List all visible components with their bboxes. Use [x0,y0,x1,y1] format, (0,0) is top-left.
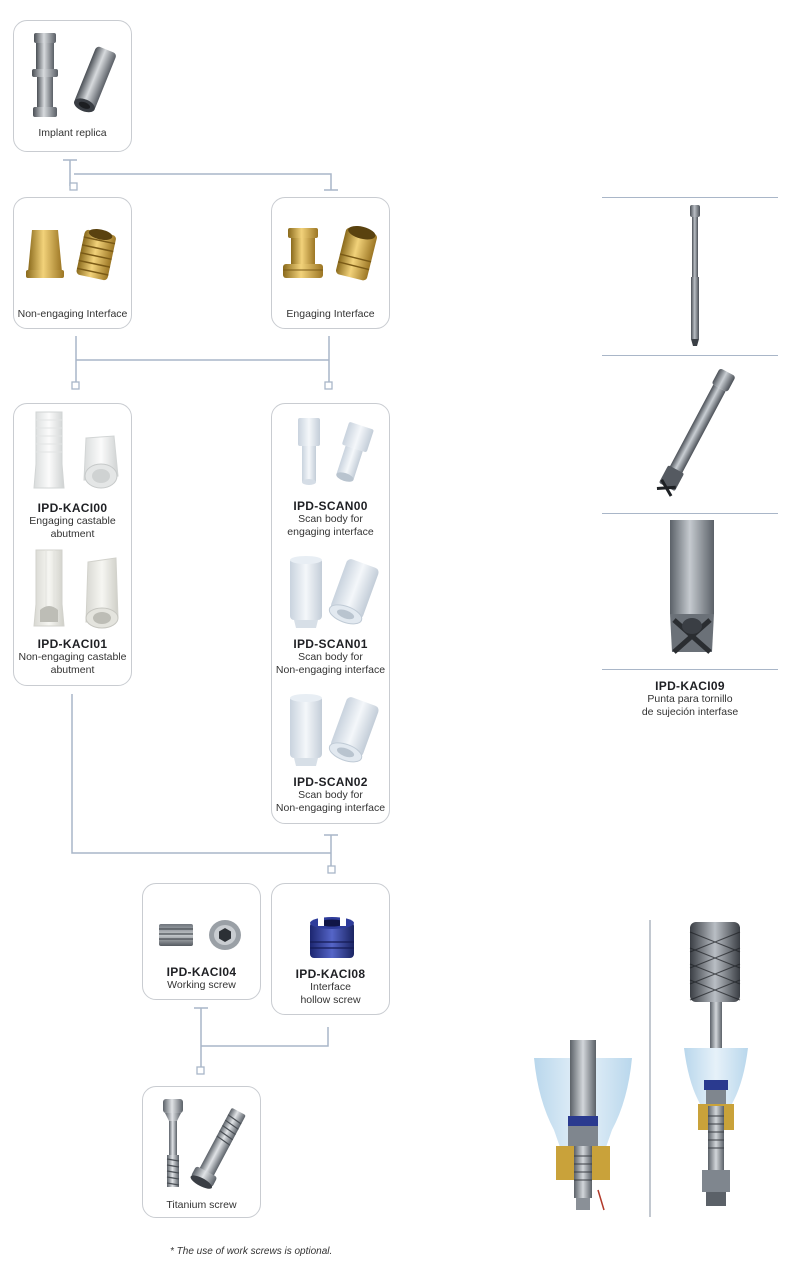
non-engaging-interface-card: Non-engaging Interface [13,197,132,329]
kaci08-desc-line-1: Interface [310,981,351,993]
kaci09-desc-line-2: de sujeción interfase [641,706,739,718]
non-engaging-castable-abutment-image [33,549,119,629]
kaci04-caption: IPD-KACI04 Working screw [143,966,260,992]
scan01-desc-line-1: Scan body for [298,651,363,663]
kaci01-code: IPD-KACI01 [37,637,108,651]
kaci01-desc-line-1: Non-engaging castable [18,651,127,663]
hollow-screw-image [310,916,354,958]
scan01-desc-line-2: Non-engaging interface [275,664,386,676]
engaging-castable-abutment-image [33,411,119,489]
scan00-code: IPD-SCAN00 [293,499,368,513]
implant-replica-label: Implant replica [38,127,107,139]
implant-replica-card: Implant replica [13,20,132,152]
kaci04-code: IPD-KACI04 [166,965,237,979]
kaci04-desc-line-1: Working screw [167,979,236,991]
driver-angled-image [656,369,735,497]
titanium-screw-card: Titanium screw [142,1086,261,1218]
titanium-screw-label: Titanium screw [166,1199,237,1211]
scan00-image [298,418,374,485]
implant-replica-image [32,33,116,117]
kaci04-card: IPD-KACI04 Working screw [142,883,261,1000]
driver-tip-closeup-image [670,520,714,654]
scan02-desc-line-2: Non-engaging interface [275,802,386,814]
scan02-code: IPD-SCAN02 [293,775,368,789]
non-engaging-interface-image [26,228,116,281]
engaging-interface-image [283,225,377,281]
cutaway-assembly-right-image [684,922,748,1206]
separator-line-3 [602,513,778,514]
kaci01-desc-line-2: abutment [50,664,95,676]
titanium-screw-image [163,1099,246,1189]
kaci09-code: IPD-KACI09 [655,679,725,693]
separator-line-4 [602,669,778,670]
scan00-desc-line-2: engaging interface [287,526,374,538]
kaci00-desc-line-2: abutment [50,528,95,540]
cutaway-assembly-left-image [534,1040,632,1211]
kaci00-desc-line-1: Engaging castable [29,515,116,527]
scan00-desc-line-1: Scan body for [298,513,363,525]
separator-line-1 [602,197,778,198]
footnote: * The use of work screws is optional. [170,1246,333,1257]
kaci09-desc-line-1: Punta para tornillo [647,693,733,705]
kaci08-code: IPD-KACI08 [295,967,366,981]
scan01-image [290,556,379,628]
non-engaging-interface-label: Non-engaging Interface [17,308,128,320]
driver-full-image [690,205,700,346]
scan02-image [290,694,379,766]
engaging-interface-card: Engaging Interface [271,197,390,329]
kaci00-code: IPD-KACI00 [37,501,108,515]
working-screw-image [159,920,241,950]
scan01-code: IPD-SCAN01 [293,637,368,651]
scan02-desc-line-1: Scan body for [298,789,363,801]
engaging-interface-label: Engaging Interface [286,308,375,320]
kaci08-desc-line-2: hollow screw [300,994,361,1006]
separator-line-2 [602,355,778,356]
